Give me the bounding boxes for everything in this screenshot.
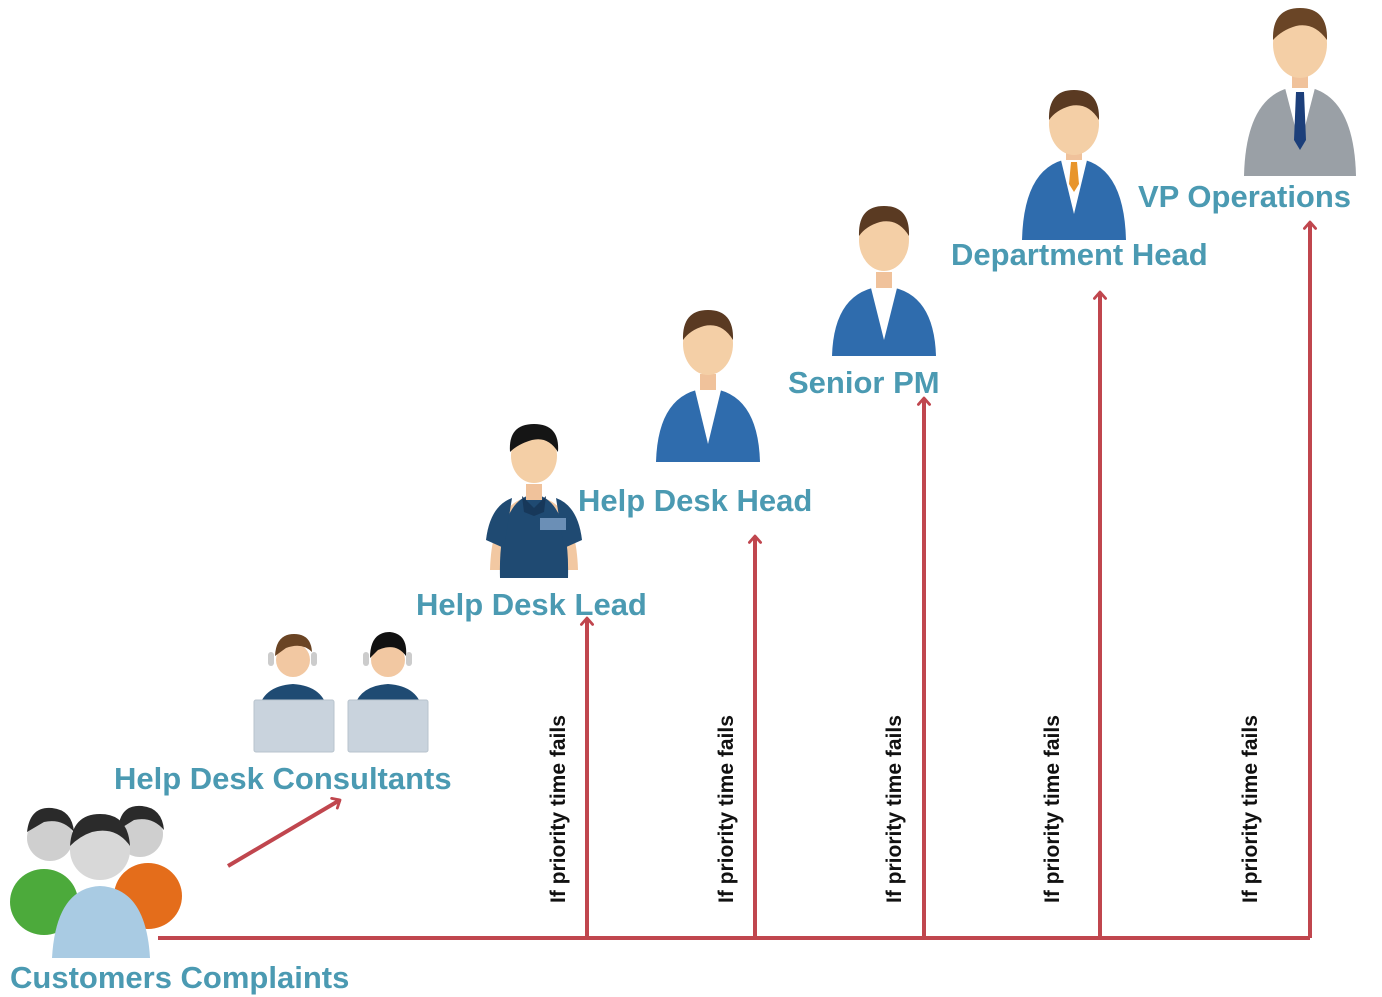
businessman-icon [832,206,936,356]
arrow-to-consultants [226,797,342,868]
help-desk-lead-person-icon [486,424,582,578]
escalation-condition-label: If priority time fails [547,715,570,903]
executive-grey-suit-icon [1244,8,1356,176]
escalation-condition-label: If priority time fails [1239,715,1262,903]
connectors [158,220,1317,940]
label-vp-operations: VP Operations [1138,179,1352,214]
escalation-condition-label: If priority time fails [883,715,906,903]
consultants-with-headsets-icon [253,632,429,753]
businessman-with-tie-icon [1022,90,1126,240]
label-department-head: Department Head [951,237,1208,272]
label-senior-pm: Senior PM [788,365,940,400]
escalation-condition-label: If priority time fails [1041,715,1064,903]
group-of-users-icon [10,805,182,958]
label-help-desk-head: Help Desk Head [578,483,813,518]
consultant-1 [253,634,335,753]
label-help-desk-lead: Help Desk Lead [416,587,647,622]
label-customers-complaints: Customers Complaints [10,960,350,995]
consultant-2 [347,632,429,753]
businessman-icon [656,310,760,462]
escalation-condition-label: If priority time fails [715,715,738,903]
label-help-desk-consultants: Help Desk Consultants [114,761,452,796]
